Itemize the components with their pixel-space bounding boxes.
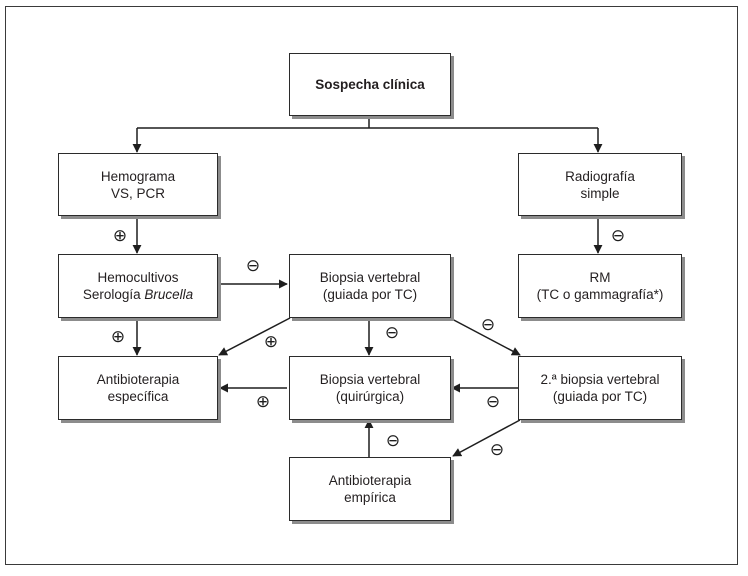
node-biopsia-tc: Biopsia vertebral (guiada por TC) bbox=[289, 254, 451, 318]
node-label-line1: Antibioterapia bbox=[96, 372, 180, 387]
sign-negative-radiografia: ⊖ bbox=[611, 226, 625, 246]
node-label-line1: 2.ª biopsia vertebral bbox=[540, 372, 660, 387]
node-label-line2: (guiada por TC) bbox=[552, 389, 648, 404]
node-label-line2: específica bbox=[107, 389, 169, 404]
node-label-line2: simple bbox=[580, 185, 620, 201]
sign-negative-biopsia: ⊖ bbox=[385, 323, 399, 343]
node-label-line2: empírica bbox=[344, 490, 396, 505]
node-label-line1: Hemocultivos bbox=[97, 270, 179, 285]
sign-positive-biopsia: ⊕ bbox=[264, 332, 278, 352]
node-label-line1: Hemograma bbox=[100, 168, 176, 184]
sign-negative-biopsia2: ⊖ bbox=[486, 392, 500, 412]
node-label-line2: (quirúrgica) bbox=[335, 389, 405, 404]
figure-frame bbox=[5, 6, 738, 565]
node-label-line2: (guiada por TC) bbox=[322, 287, 418, 302]
node-label-line1: Biopsia vertebral bbox=[319, 270, 421, 285]
node-segunda-biopsia: 2.ª biopsia vertebral (guiada por TC) bbox=[518, 356, 682, 420]
node-rm: RM (TC o gammagrafía*) bbox=[518, 254, 682, 318]
sign-negative-biopsia-right: ⊖ bbox=[481, 315, 495, 335]
serologia-text: Serología bbox=[82, 287, 145, 302]
node-label-line1: Antibioterapia bbox=[328, 473, 412, 488]
edge-biopsia-antibio bbox=[218, 317, 291, 356]
node-label-line2: (TC o gammagrafía*) bbox=[536, 287, 664, 302]
node-antibioterapia-empirica: Antibioterapia empírica bbox=[289, 457, 451, 521]
node-hemocultivos: Hemocultivos Serología Brucella bbox=[58, 254, 218, 318]
sign-negative-empirica: ⊖ bbox=[386, 431, 400, 451]
sign-negative-hemocultivos: ⊖ bbox=[246, 256, 260, 276]
sign-positive-hemograma: ⊕ bbox=[113, 226, 127, 246]
node-label-line2: Serología Brucella bbox=[83, 286, 193, 303]
sign-positive-quir: ⊕ bbox=[256, 392, 270, 412]
node-radiografia: Radiografía simple bbox=[518, 153, 682, 216]
node-label-line1: RM bbox=[589, 270, 611, 285]
sign-negative-biopsia2-empirica: ⊖ bbox=[490, 440, 504, 460]
node-biopsia-quirurgica: Biopsia vertebral (quirúrgica) bbox=[289, 356, 451, 420]
sign-positive-hemocultivos: ⊕ bbox=[111, 327, 125, 347]
node-hemograma: Hemograma VS, PCR bbox=[58, 153, 218, 216]
node-sospecha-clinica: Sospecha clínica bbox=[289, 53, 451, 116]
edge-biopsia2-empirica bbox=[452, 419, 521, 457]
node-label-line1: Biopsia vertebral bbox=[319, 372, 421, 387]
node-label: Sospecha clínica bbox=[315, 77, 425, 92]
node-label-line1: Radiografía bbox=[565, 168, 635, 184]
edge-biopsia-biopsia2 bbox=[449, 317, 521, 356]
node-antibioterapia-especifica: Antibioterapia específica bbox=[58, 356, 218, 420]
node-label-line2: VS, PCR bbox=[110, 185, 165, 201]
brucella-text: Brucella bbox=[144, 287, 194, 302]
